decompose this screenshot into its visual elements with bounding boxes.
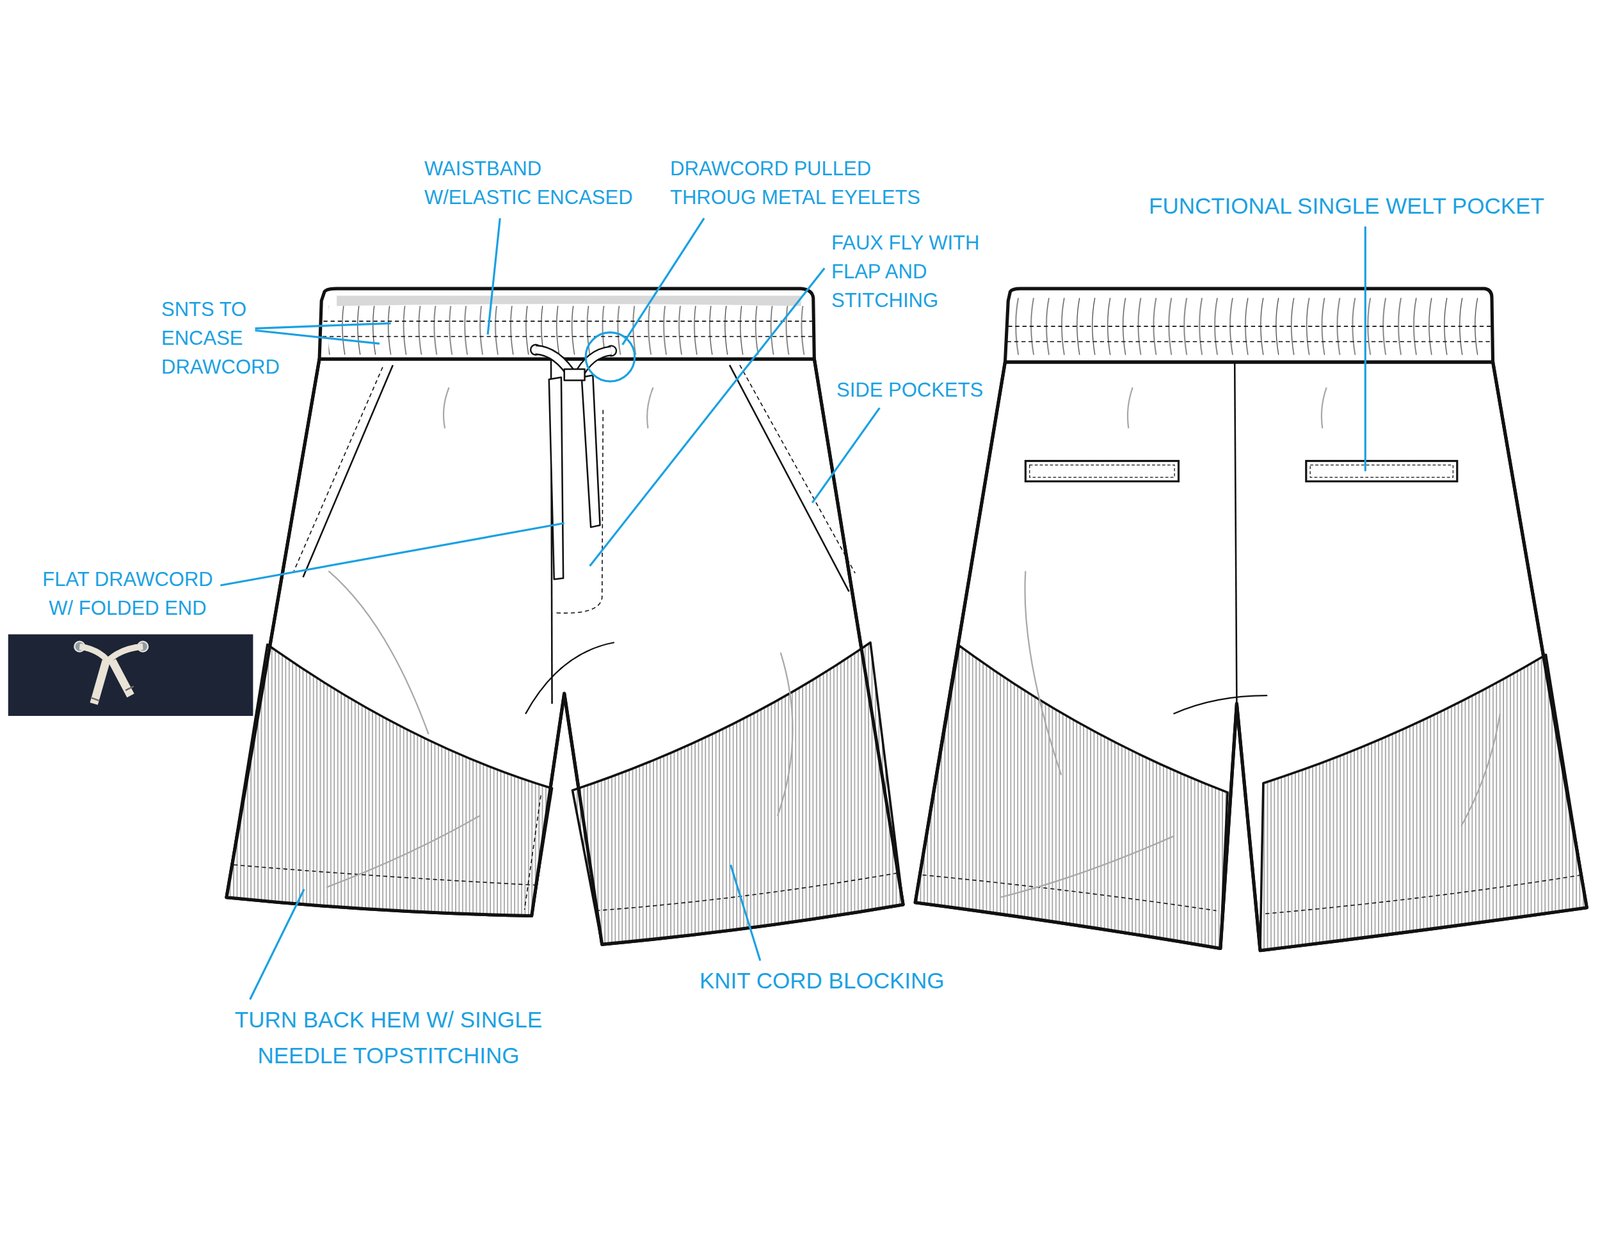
callout-label: FUNCTIONAL SINGLE WELT POCKET [1148, 188, 1545, 224]
back-fold-lines [1461, 714, 1501, 827]
leader-line [220, 523, 564, 586]
front-drawcord [581, 375, 601, 528]
leader-line [585, 332, 635, 383]
callout-label: KNIT CORD BLOCKING [699, 963, 944, 1000]
leader-line [1364, 226, 1367, 472]
front-color-blocking [226, 644, 553, 916]
front-waistband [319, 288, 815, 360]
back-seams [922, 362, 1582, 914]
leader-line [255, 323, 392, 329]
welt-pocket [1025, 461, 1457, 482]
back-body [915, 362, 1587, 952]
welt-pocket [1025, 461, 1179, 482]
callout-label: TURN BACK HEM W/ SINGLE NEEDLE TOPSTITCH… [196, 1002, 581, 1074]
callout-label: DRAWCORD PULLED THROUG METAL EYELETS [670, 154, 943, 213]
welt-pocket [1310, 465, 1453, 478]
leader-line [730, 865, 761, 962]
drawcord-photo [8, 634, 254, 717]
leader-line [220, 218, 1366, 1000]
front-color-blocking [226, 359, 904, 945]
callout-label: SNTS TO ENCASE DRAWCORD [161, 295, 303, 383]
back-seams [922, 875, 1216, 912]
callout-label: FLAT DRAWCORD W/ FOLDED END [33, 565, 223, 624]
back-color-blocking [915, 362, 1587, 952]
leader-line [590, 268, 825, 566]
back-fold-lines [1127, 387, 1133, 429]
welt-pocket [1306, 461, 1458, 482]
front-fold-lines [647, 387, 653, 429]
front-fold-lines [443, 387, 450, 429]
back-waistband [1007, 341, 1492, 343]
front-seams [525, 642, 615, 715]
front-waistband [319, 288, 815, 360]
front-body [226, 359, 904, 945]
front-seams [233, 359, 898, 911]
leader-line [812, 408, 880, 504]
front-color-blocking [572, 642, 904, 945]
front-fold-lines [777, 652, 793, 816]
front-waistband [336, 295, 801, 306]
drawcord-photo [8, 634, 254, 717]
front-seams [303, 365, 393, 578]
front-color-blocking [226, 359, 904, 945]
leader-line [255, 330, 381, 344]
leader-line [622, 218, 705, 345]
back-fold-lines [1321, 387, 1327, 429]
back-body [915, 362, 1587, 952]
back-waistband [1008, 325, 1492, 328]
drawcord-photo [79, 647, 143, 662]
back-waistband [1012, 297, 1487, 357]
front-waistband [323, 320, 813, 322]
back-color-blocking [915, 362, 1587, 952]
welt-pocket [1029, 465, 1175, 478]
front-waistband [322, 336, 814, 338]
back-waistband [1004, 288, 1493, 363]
leader-line [487, 218, 500, 335]
front-fold-lines [328, 571, 429, 735]
drawcord-photo [112, 661, 131, 696]
callout-label: SIDE POCKETS [836, 376, 984, 406]
back-color-blocking [915, 645, 1228, 949]
front-seams [595, 873, 898, 912]
front-body [226, 359, 904, 945]
drawcord-photo [94, 661, 107, 704]
front-waistband [328, 305, 808, 356]
front-seams [293, 367, 383, 572]
front-seams [729, 365, 850, 592]
front-drawcord [564, 369, 585, 381]
front-fold-lines [326, 816, 480, 888]
back-fold-lines [1024, 571, 1062, 776]
front-seams [524, 795, 542, 911]
leader-line [250, 889, 305, 1000]
drawcord-photo [90, 697, 100, 701]
back-color-blocking [1260, 654, 1587, 951]
front-drawcord [549, 377, 564, 580]
callout-label: FAUX FLY WITH FLAP AND STITCHING [831, 229, 1005, 316]
back-fold-lines [1000, 387, 1501, 898]
back-seams [1173, 695, 1268, 715]
front-seams [233, 865, 538, 886]
back-seams [1234, 362, 1237, 704]
back-fold-lines [1000, 836, 1174, 898]
back-waistband [1004, 288, 1493, 363]
back-seams [1265, 875, 1582, 915]
drawcord-photo [125, 686, 134, 691]
callout-label: WAISTBAND W/ELASTIC ENCASED [424, 154, 644, 213]
